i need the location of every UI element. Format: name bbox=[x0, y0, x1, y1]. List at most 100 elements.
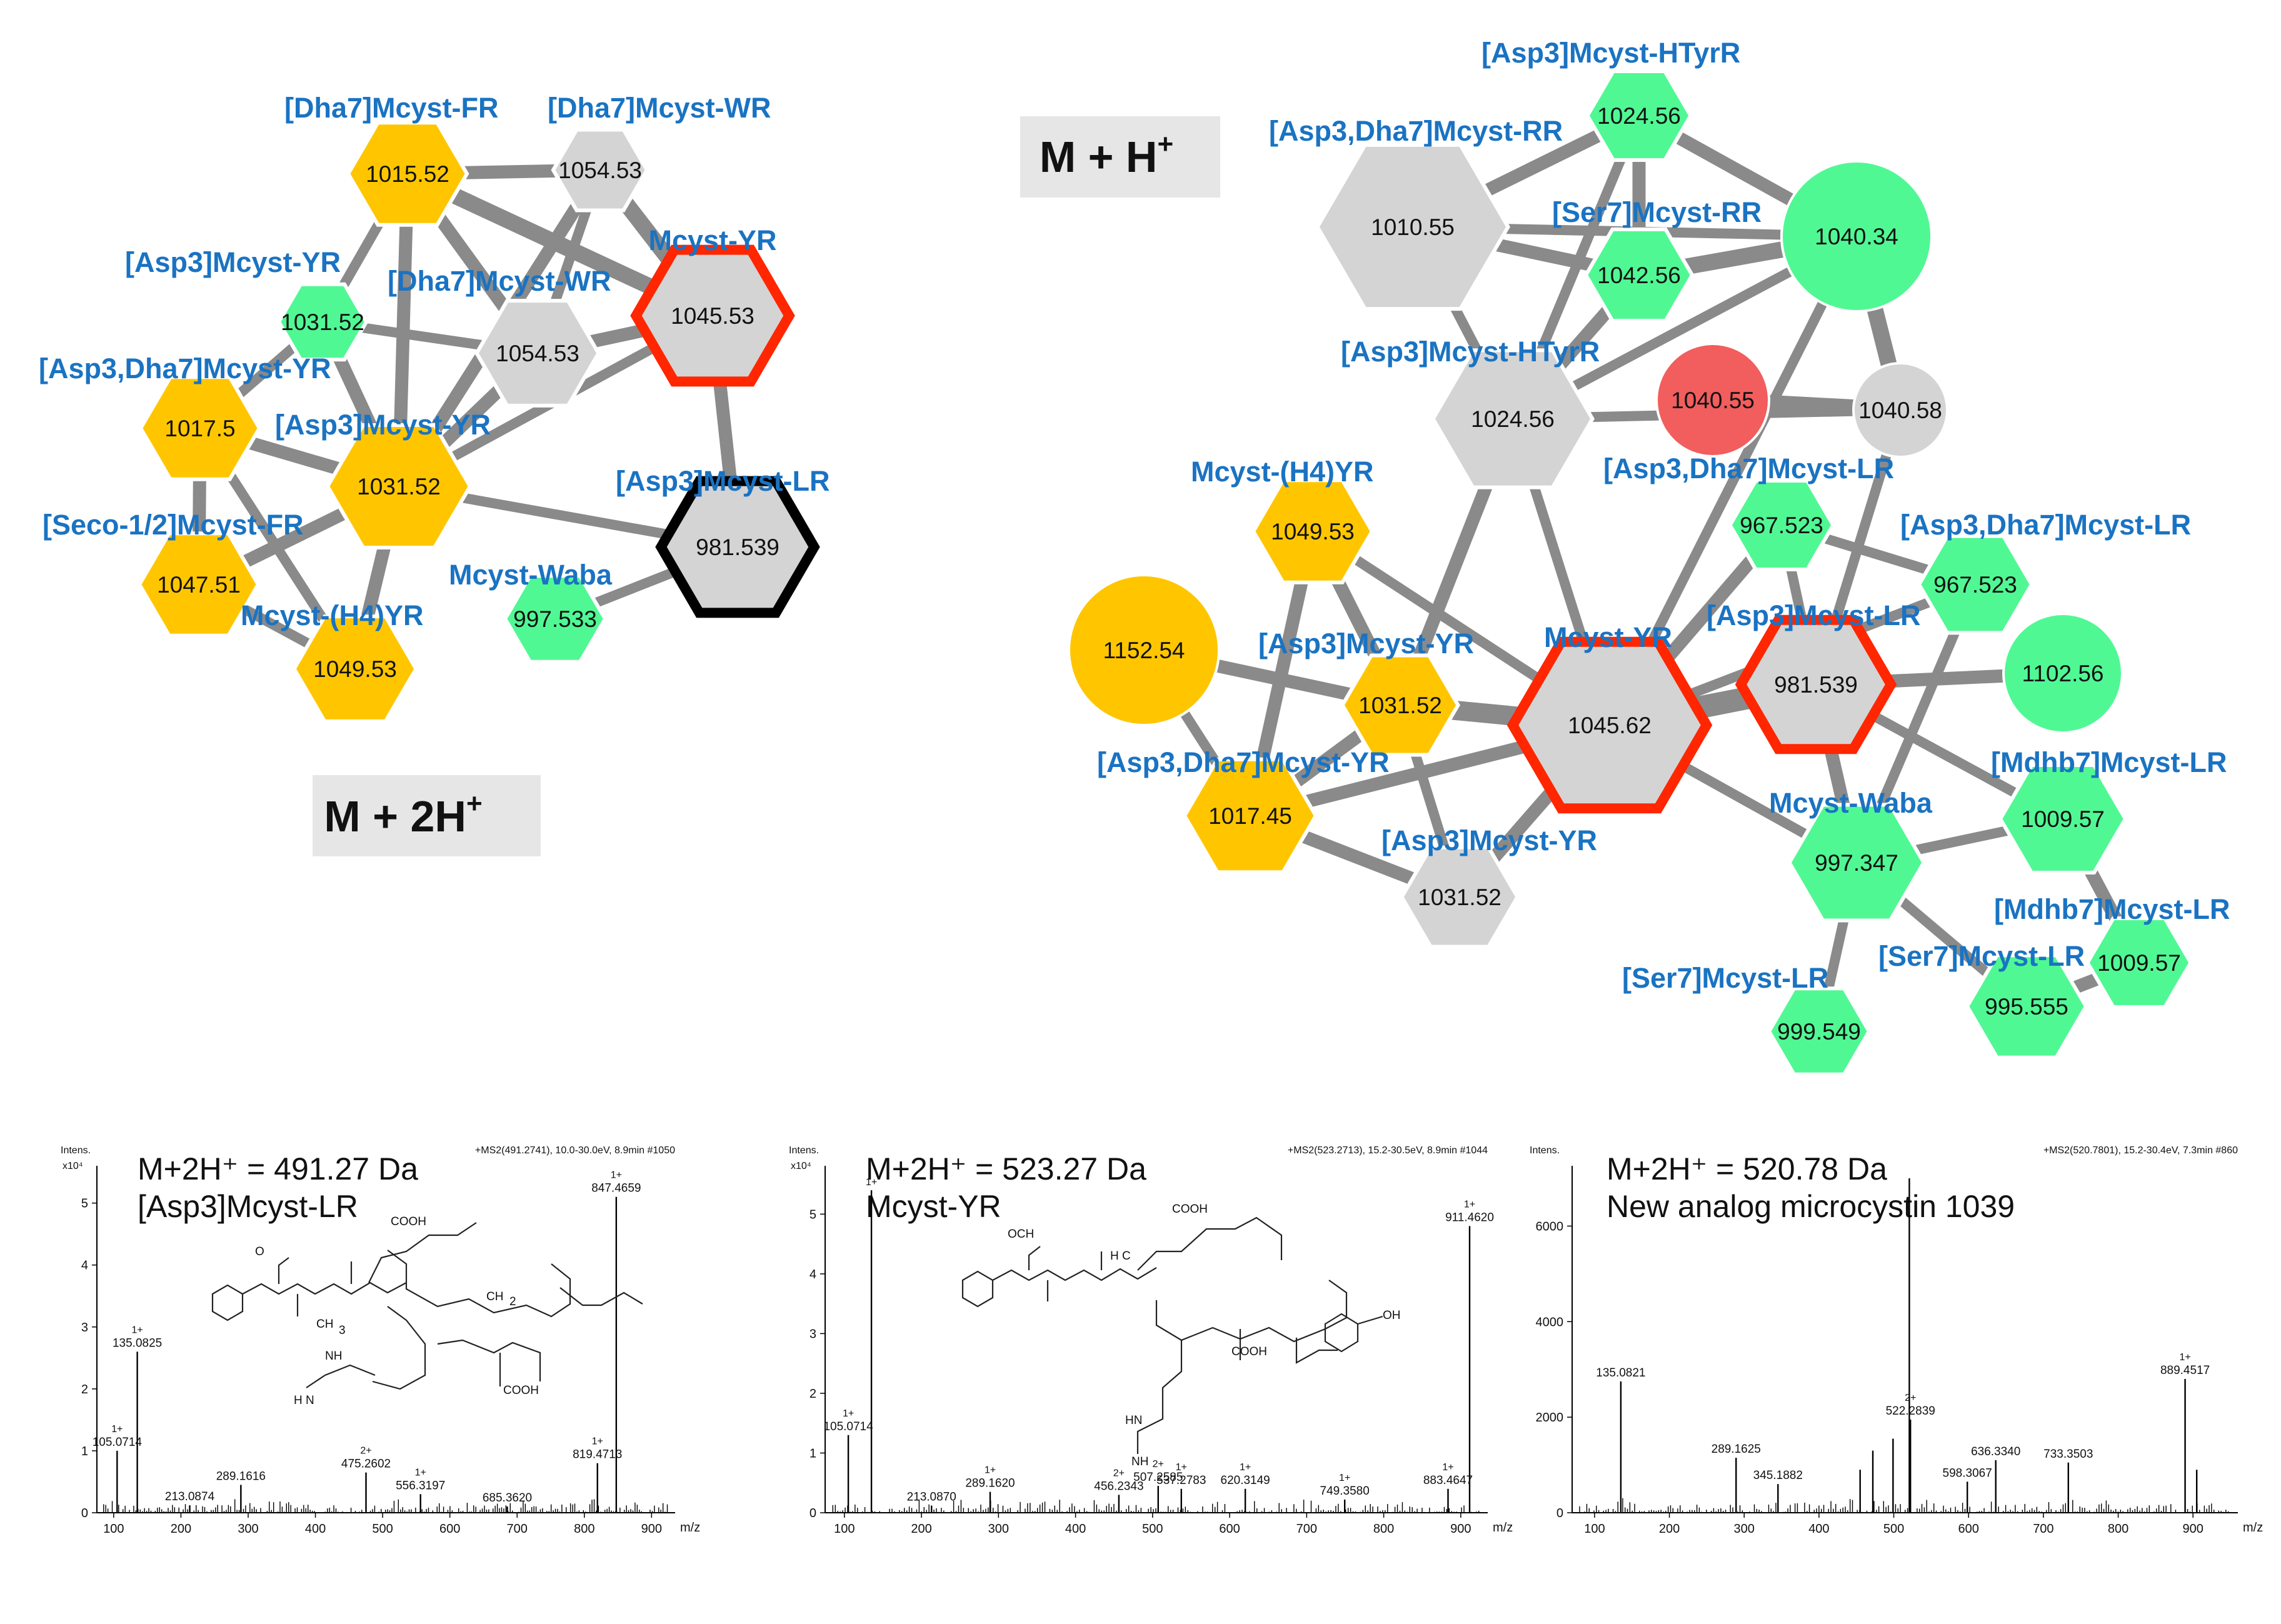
net2h-node-hexagon bbox=[346, 121, 469, 227]
neth-node-label: [Ser7]Mcyst-RR bbox=[1552, 196, 1762, 228]
badge-m-2h: M + 2H+ bbox=[313, 775, 541, 856]
y-tick-label: 0 bbox=[81, 1506, 88, 1520]
neth-node-label: [Asp3]Mcyst-HTyrR bbox=[1341, 336, 1600, 368]
spectrum-title-compound: [Asp3]Mcyst-LR bbox=[138, 1189, 358, 1224]
neth-node-hexagon bbox=[1315, 143, 1510, 311]
neth-node-circle bbox=[1852, 362, 1948, 458]
neth-node-label: Mcyst-(H4)YR bbox=[1191, 456, 1374, 488]
x-tick-label: 600 bbox=[1219, 1522, 1240, 1536]
peak-mz-label: 105.0714 bbox=[93, 1436, 143, 1449]
neth-node-asp3-dha7-mcyst-rr[interactable]: 1010.55[Asp3,Dha7]Mcyst-RR bbox=[1269, 115, 1563, 311]
svg-text:M + 2H+: M + 2H+ bbox=[324, 788, 482, 841]
svg-text:M + H+: M + H+ bbox=[1040, 129, 1173, 181]
peak-mz-label: 819.4713 bbox=[573, 1448, 622, 1461]
net2h-node-value: 981.539 bbox=[696, 534, 780, 560]
net2h-node-label: [Dha7]Mcyst-WR bbox=[548, 92, 771, 124]
net2h-node-label: [Seco-1/2]Mcyst-FR bbox=[43, 509, 304, 541]
neth-node-ser7-mcyst-lr[interactable]: 999.549[Ser7]Mcyst-LR bbox=[1622, 962, 1872, 1076]
neth-node-unlabeled-1040-34[interactable]: 1040.34 bbox=[1780, 160, 1933, 313]
spectrum-acquisition-header: +MS2(491.2741), 10.0-30.0eV, 8.9min #105… bbox=[475, 1145, 675, 1156]
neth-node-unlabeled-1102-56[interactable]: 1102.56 bbox=[2002, 613, 2123, 734]
x-tick-label: 300 bbox=[238, 1522, 258, 1536]
y-tick-label: 4000 bbox=[1536, 1315, 1564, 1329]
neth-node-label: [Asp3]Mcyst-HTyrR bbox=[1481, 37, 1740, 69]
peak-mz-label: 456.2343 bbox=[1094, 1480, 1143, 1493]
neth-node-asp3-dha7-mcyst-yr[interactable]: 1017.45[Asp3,Dha7]Mcyst-YR bbox=[1097, 746, 1390, 875]
peak-charge-label: 1+ bbox=[131, 1325, 143, 1335]
neth-node-unlabeled-1040-58[interactable]: 1040.58 bbox=[1852, 362, 1948, 458]
neth-node-value: 1102.56 bbox=[2022, 661, 2104, 686]
neth-node-label: [Asp3]Mcyst-YR bbox=[1258, 628, 1474, 659]
neth-node-unlabeled-1152-54[interactable]: 1152.54 bbox=[1068, 574, 1220, 726]
neth-node-mdhb7-mcyst-lr[interactable]: 1009.57[Mdhb7]Mcyst-LR bbox=[1991, 746, 2227, 875]
neth-node-label: [Asp3,Dha7]Mcyst-YR bbox=[1097, 746, 1390, 778]
net2h-node-asp3-mcyst-lr[interactable]: 981.539[Asp3]Mcyst-LR bbox=[616, 465, 830, 618]
net2h-node-asp3-mcyst-yr[interactable]: 1031.52[Asp3]Mcyst-YR bbox=[275, 409, 491, 550]
peak-mz-label: 537.2783 bbox=[1156, 1474, 1206, 1487]
neth-node-ser7-mcyst-rr[interactable]: 1042.56 [Ser7]Mcyst-RR bbox=[1552, 196, 1762, 323]
neth-node-asp3-mcyst-htyrr[interactable]: 1024.56[Asp3]Mcyst-HTyrR bbox=[1481, 37, 1740, 162]
x-tick-label: 600 bbox=[439, 1522, 460, 1536]
net2h-node-dha7-mcyst-wr[interactable]: 1054.53[Dha7]Mcyst-WR bbox=[388, 265, 611, 408]
svg-text:NH: NH bbox=[325, 1350, 342, 1363]
neth-node-ser7-mcyst-lr[interactable]: 995.555[Ser7]Mcyst-LR bbox=[1878, 940, 2088, 1060]
peak-charge-label: 1+ bbox=[415, 1467, 426, 1478]
peak-mz-label: 847.4659 bbox=[591, 1182, 641, 1195]
svg-text:CH: CH bbox=[316, 1318, 333, 1331]
neth-node-asp3-dha7-mcyst-lr[interactable]: 967.523[Asp3,Dha7]Mcyst-LR bbox=[1603, 453, 1894, 571]
neth-node-label: [Asp3,Dha7]Mcyst-LR bbox=[1603, 453, 1894, 484]
neth-node-value: 1010.55 bbox=[1371, 214, 1455, 240]
neth-node-asp3-mcyst-htyrr[interactable]: 1024.56[Asp3]Mcyst-HTyrR bbox=[1341, 336, 1600, 489]
badge-m-h: M + H+ bbox=[1020, 116, 1220, 198]
x-tick-label: 900 bbox=[1450, 1522, 1471, 1536]
svg-text:H N: H N bbox=[294, 1394, 314, 1407]
y-tick-label: 0 bbox=[1557, 1506, 1563, 1520]
neth-node-label: [Mdhb7]Mcyst-LR bbox=[1994, 893, 2230, 925]
neth-node-mdhb7-mcyst-lr[interactable]: 1009.57[Mdhb7]Mcyst-LR bbox=[1994, 893, 2230, 1009]
structure-mcyst-yr bbox=[961, 1216, 1383, 1454]
network-2h-nodes: 1015.52[Dha7]Mcyst-FR1054.53[Dha7]Mcyst-… bbox=[39, 92, 830, 723]
structure-asp3-mcyst-lr-labels: COOH O CH 3 CH 2 COOH H N NH bbox=[255, 1215, 539, 1407]
y-tick-label: 0 bbox=[810, 1506, 816, 1520]
neth-node-hexagon bbox=[1735, 614, 1897, 754]
net2h-node-hexagon bbox=[474, 299, 601, 408]
y-tick-label: 4 bbox=[810, 1268, 816, 1281]
neth-node-value: 1042.56 bbox=[1597, 263, 1681, 288]
peak-mz-label: 289.1625 bbox=[1712, 1443, 1761, 1456]
peak-mz-label: 733.3503 bbox=[2043, 1448, 2093, 1461]
spectrum-acquisition-header: +MS2(523.2713), 15.2-30.5eV, 8.9min #104… bbox=[1288, 1145, 1488, 1156]
x-tick-label: 200 bbox=[171, 1522, 191, 1536]
neth-node-asp3-mcyst-lr[interactable]: 981.539[Asp3]Mcyst-LR bbox=[1707, 599, 1921, 754]
neth-node-hexagon bbox=[1431, 348, 1595, 489]
neth-node-value: 1152.54 bbox=[1103, 638, 1185, 663]
badge-m-h-text: M + H bbox=[1040, 133, 1158, 181]
neth-node-asp3-mcyst-yr[interactable]: 1031.52[Asp3]Mcyst-YR bbox=[1381, 825, 1597, 949]
net2h-node-value: 1054.53 bbox=[496, 341, 579, 366]
x-tick-label: 400 bbox=[305, 1522, 326, 1536]
net2h-node-dha7-mcyst-fr[interactable]: 1015.52[Dha7]Mcyst-FR bbox=[284, 92, 499, 227]
neth-node-asp3-mcyst-yr[interactable]: 1031.52[Asp3]Mcyst-YR bbox=[1258, 628, 1474, 757]
y-tick-label: 5 bbox=[810, 1208, 816, 1221]
neth-node-hexagon bbox=[1728, 479, 1835, 571]
y-axis-unit-label: Intens. bbox=[789, 1145, 819, 1156]
net2h-node-value: 1017.5 bbox=[164, 416, 235, 441]
neth-node-asp3-dha7-mcyst-lr[interactable]: 967.523[Asp3,Dha7]Mcyst-LR bbox=[1900, 509, 2191, 635]
net2h-node-dha7-mcyst-wr[interactable]: 1054.53[Dha7]Mcyst-WR bbox=[548, 92, 771, 213]
net2h-node-label: [Asp3,Dha7]Mcyst-YR bbox=[39, 353, 331, 384]
net2h-node-hexagon bbox=[292, 614, 418, 723]
net2h-node-asp3-dha7-mcyst-yr[interactable]: 1017.5 [Asp3,Dha7]Mcyst-YR bbox=[39, 353, 331, 481]
net2h-node-asp3-mcyst-yr[interactable]: 1031.52[Asp3]Mcyst-YR bbox=[125, 246, 369, 362]
peak-mz-label: 213.0874 bbox=[165, 1490, 215, 1503]
spectrum-acquisition-header: +MS2(520.7801), 15.2-30.4eV, 7.3min #860 bbox=[2043, 1145, 2238, 1156]
neth-node-unlabeled-1040-55[interactable]: 1040.55 bbox=[1655, 343, 1770, 458]
net2h-node-seco-1-2-mcyst-fr[interactable]: 1047.51[Seco-1/2]Mcyst-FR bbox=[43, 509, 304, 638]
svg-text:O: O bbox=[255, 1245, 264, 1258]
y-tick-label: 1 bbox=[81, 1445, 88, 1458]
